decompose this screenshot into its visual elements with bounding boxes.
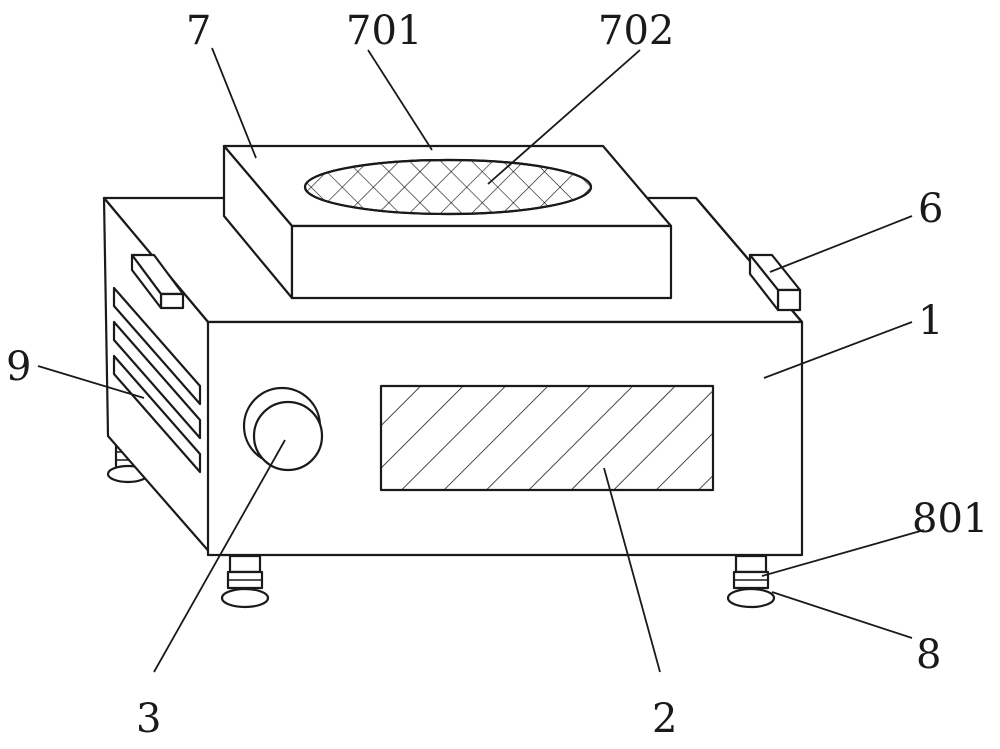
label-8: 8 xyxy=(916,632,941,678)
knob xyxy=(242,386,324,472)
label-801: 801 xyxy=(912,496,988,542)
label-701: 701 xyxy=(346,8,422,54)
side-vents xyxy=(112,253,202,474)
display-panel xyxy=(379,384,715,492)
top-box-front-face xyxy=(290,224,673,300)
leader-lines xyxy=(37,47,925,673)
top-box xyxy=(222,144,673,300)
label-3: 3 xyxy=(136,696,161,742)
label-9: 9 xyxy=(6,344,31,390)
label-6: 6 xyxy=(918,186,943,232)
front-foot-left xyxy=(220,554,270,609)
label-1: 1 xyxy=(918,298,943,344)
front-foot-right xyxy=(726,554,776,609)
side-tab xyxy=(748,253,802,312)
label-7: 7 xyxy=(186,8,211,54)
label-2: 2 xyxy=(652,696,677,742)
label-702: 702 xyxy=(598,8,674,54)
